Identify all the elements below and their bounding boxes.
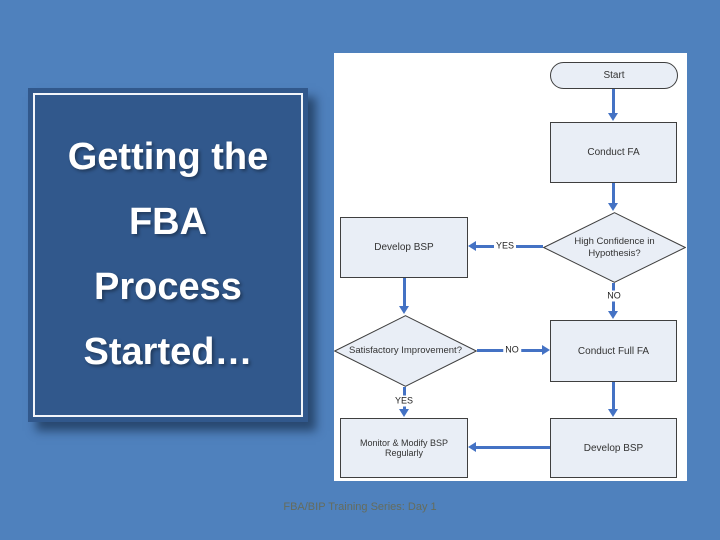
flowchart-node-conduct-full-fa-label: Conduct Full FA bbox=[577, 345, 650, 357]
edge-develop-bsp-to-satisfactory bbox=[403, 278, 406, 307]
edge-develop-bsp-2-to-monitor bbox=[476, 446, 550, 449]
flowchart-node-conduct-full-fa: Conduct Full FA bbox=[550, 320, 677, 382]
page-title-line-3: Process bbox=[94, 266, 242, 308]
flowchart-node-monitor-label: Monitor & Modify BSP Regularly bbox=[359, 438, 449, 458]
arrowhead-down-icon bbox=[399, 409, 409, 417]
edge-label-yes: YES bbox=[493, 240, 517, 252]
page-title-line-4: Started… bbox=[83, 331, 253, 373]
arrowhead-down-icon bbox=[399, 306, 409, 314]
title-box-inner-border: Getting the FBA Process Started… bbox=[33, 93, 303, 417]
slide-footer: FBA/BIP Training Series: Day 1 bbox=[283, 501, 437, 513]
arrowhead-down-icon bbox=[608, 409, 618, 417]
arrowhead-down-icon bbox=[608, 311, 618, 319]
flowchart-node-conduct-fa: Conduct FA bbox=[550, 122, 677, 183]
arrowhead-left-icon bbox=[468, 442, 476, 452]
arrowhead-right-icon bbox=[542, 345, 550, 355]
diamond-shape bbox=[543, 212, 686, 283]
flowchart-node-high-confidence-label: High Confidence in Hypothesis? bbox=[574, 235, 655, 259]
edge-conduct-full-fa-to-develop-bsp-2 bbox=[612, 382, 615, 410]
flowchart-node-start: Start bbox=[550, 62, 678, 89]
arrowhead-down-icon bbox=[608, 113, 618, 121]
arrowhead-left-icon bbox=[468, 241, 476, 251]
flowchart-node-conduct-fa-label: Conduct FA bbox=[587, 147, 640, 158]
flowchart-canvas: Start Conduct FA High Confidence in Hypo… bbox=[334, 53, 687, 481]
flowchart-node-satisfactory-label: Satisfactory Improvement? bbox=[348, 345, 462, 357]
edge-label-yes: YES bbox=[392, 395, 416, 407]
arrowhead-down-icon bbox=[608, 203, 618, 211]
flowchart-node-high-confidence: High Confidence in Hypothesis? bbox=[543, 212, 686, 283]
edge-label-no: NO bbox=[605, 290, 623, 302]
title-box: Getting the FBA Process Started… bbox=[28, 88, 308, 422]
flowchart-node-develop-bsp-2: Develop BSP bbox=[550, 418, 677, 478]
flowchart-node-start-label: Start bbox=[603, 70, 625, 81]
flowchart-node-monitor: Monitor & Modify BSP Regularly bbox=[340, 418, 468, 478]
page-title-line-1: Getting the bbox=[67, 136, 269, 178]
page-title-line-2: FBA bbox=[128, 201, 208, 243]
diamond-shape bbox=[334, 315, 477, 387]
flowchart-node-develop-bsp-2-label: Develop BSP bbox=[583, 442, 644, 454]
edge-start-to-conduct-fa bbox=[612, 89, 615, 114]
edge-label-no: NO bbox=[503, 344, 521, 356]
flowchart-node-satisfactory: Satisfactory Improvement? bbox=[334, 315, 477, 387]
flowchart-node-develop-bsp-1-label: Develop BSP bbox=[374, 242, 434, 253]
edge-conduct-fa-to-high-confidence bbox=[612, 183, 615, 204]
flowchart-node-develop-bsp-1: Develop BSP bbox=[340, 217, 468, 278]
